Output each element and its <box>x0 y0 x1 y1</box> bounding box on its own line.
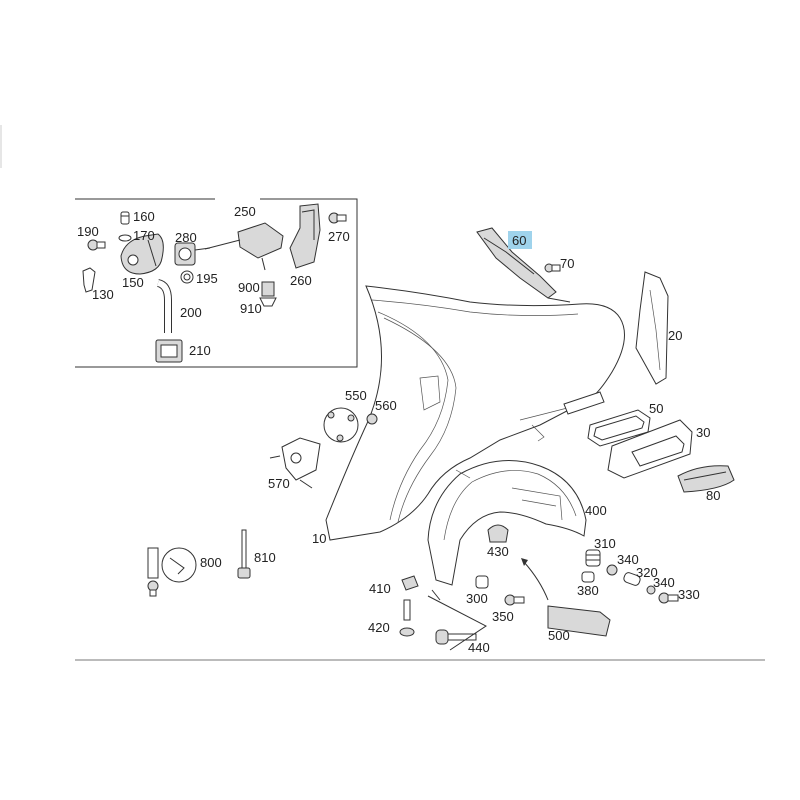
part-70-screw[interactable] <box>544 263 561 273</box>
label-190[interactable]: 190 <box>77 224 99 239</box>
inset-box <box>75 198 358 368</box>
label-20[interactable]: 20 <box>668 328 682 343</box>
part-130-clip[interactable] <box>82 267 96 293</box>
label-270[interactable]: 270 <box>328 229 350 244</box>
part-320-sleeve[interactable] <box>623 572 641 587</box>
label-910[interactable]: 910 <box>240 301 262 316</box>
part-400-wheel-liner[interactable] <box>427 460 587 586</box>
label-300[interactable]: 300 <box>466 591 488 606</box>
label-810[interactable]: 810 <box>254 550 276 565</box>
part-430-grommet[interactable] <box>487 524 509 543</box>
leader-lines <box>427 589 487 651</box>
label-800[interactable]: 800 <box>200 555 222 570</box>
part-810-stud[interactable] <box>237 529 251 579</box>
label-170[interactable]: 170 <box>133 228 155 243</box>
label-10[interactable]: 10 <box>312 531 326 546</box>
label-400[interactable]: 400 <box>585 503 607 518</box>
label-570[interactable]: 570 <box>268 476 290 491</box>
part-150-filler-flap[interactable] <box>120 233 164 275</box>
part-260-hinge[interactable] <box>289 203 321 269</box>
label-420[interactable]: 420 <box>368 620 390 635</box>
label-550[interactable]: 550 <box>345 388 367 403</box>
label-330[interactable]: 330 <box>678 587 700 602</box>
label-900[interactable]: 900 <box>238 280 260 295</box>
part-30-lamp-housing[interactable] <box>607 419 693 479</box>
part-270-bolt[interactable] <box>328 212 347 224</box>
highlight-60 <box>508 231 532 249</box>
arrow <box>521 558 549 601</box>
part-350-screw[interactable] <box>504 594 525 606</box>
part-300-clip[interactable] <box>475 575 489 589</box>
label-350[interactable]: 350 <box>492 609 514 624</box>
label-410[interactable]: 410 <box>369 581 391 596</box>
part-340-nut-a[interactable] <box>606 564 618 576</box>
label-380[interactable]: 380 <box>577 583 599 598</box>
part-10-side-panel[interactable] <box>325 285 625 541</box>
label-260[interactable]: 260 <box>290 273 312 288</box>
label-250[interactable]: 250 <box>234 204 256 219</box>
part-195-ring[interactable] <box>180 270 194 284</box>
part-20-pillar[interactable] <box>635 271 669 385</box>
part-380-plug[interactable] <box>581 571 595 583</box>
label-500[interactable]: 500 <box>548 628 570 643</box>
part-410-clip[interactable] <box>401 575 419 591</box>
label-200[interactable]: 200 <box>180 305 202 320</box>
part-250-actuator-motor[interactable] <box>204 222 284 271</box>
label-70[interactable]: 70 <box>560 256 574 271</box>
part-340-nut-b[interactable] <box>646 585 656 595</box>
part-190-screw[interactable] <box>87 239 106 251</box>
label-30[interactable]: 30 <box>696 425 710 440</box>
part-560-nut[interactable] <box>366 413 378 425</box>
part-900-connector[interactable] <box>261 281 275 297</box>
label-440[interactable]: 440 <box>468 640 490 655</box>
part-200-hose[interactable] <box>156 279 172 333</box>
part-160-bolt[interactable] <box>120 211 130 225</box>
label-320[interactable]: 320 <box>636 565 658 580</box>
labels: 160 170 190 130 150 280 195 200 210 250 … <box>77 204 720 655</box>
label-50[interactable]: 50 <box>649 401 663 416</box>
label-130[interactable]: 130 <box>92 287 114 302</box>
part-80-tail-lamp[interactable] <box>677 465 735 493</box>
part-60-rail[interactable] <box>476 227 571 303</box>
part-500-insulation[interactable] <box>547 605 611 637</box>
label-210[interactable]: 210 <box>189 343 211 358</box>
label-560[interactable]: 560 <box>375 398 397 413</box>
part-280-actuator[interactable] <box>174 242 211 266</box>
label-340-b[interactable]: 340 <box>653 575 675 590</box>
label-150[interactable]: 150 <box>122 275 144 290</box>
part-550-seal-plate[interactable] <box>323 407 359 443</box>
part-330-bolt[interactable] <box>658 592 679 604</box>
label-160[interactable]: 160 <box>133 209 155 224</box>
part-210-bracket[interactable] <box>155 339 183 363</box>
part-800-tool-set[interactable] <box>147 547 197 597</box>
part-310-spring[interactable] <box>585 549 601 567</box>
label-80[interactable]: 80 <box>706 488 720 503</box>
label-430[interactable]: 430 <box>487 544 509 559</box>
part-170-washer[interactable] <box>118 234 132 242</box>
part-420-bolt[interactable] <box>399 599 415 637</box>
part-910-grommet[interactable] <box>259 297 277 307</box>
label-310[interactable]: 310 <box>594 536 616 551</box>
label-60[interactable]: 60 <box>512 233 526 248</box>
label-280[interactable]: 280 <box>175 230 197 245</box>
part-440-rivet[interactable] <box>435 629 477 645</box>
part-570-latch[interactable] <box>269 437 321 489</box>
label-195[interactable]: 195 <box>196 271 218 286</box>
label-340-a[interactable]: 340 <box>617 552 639 567</box>
